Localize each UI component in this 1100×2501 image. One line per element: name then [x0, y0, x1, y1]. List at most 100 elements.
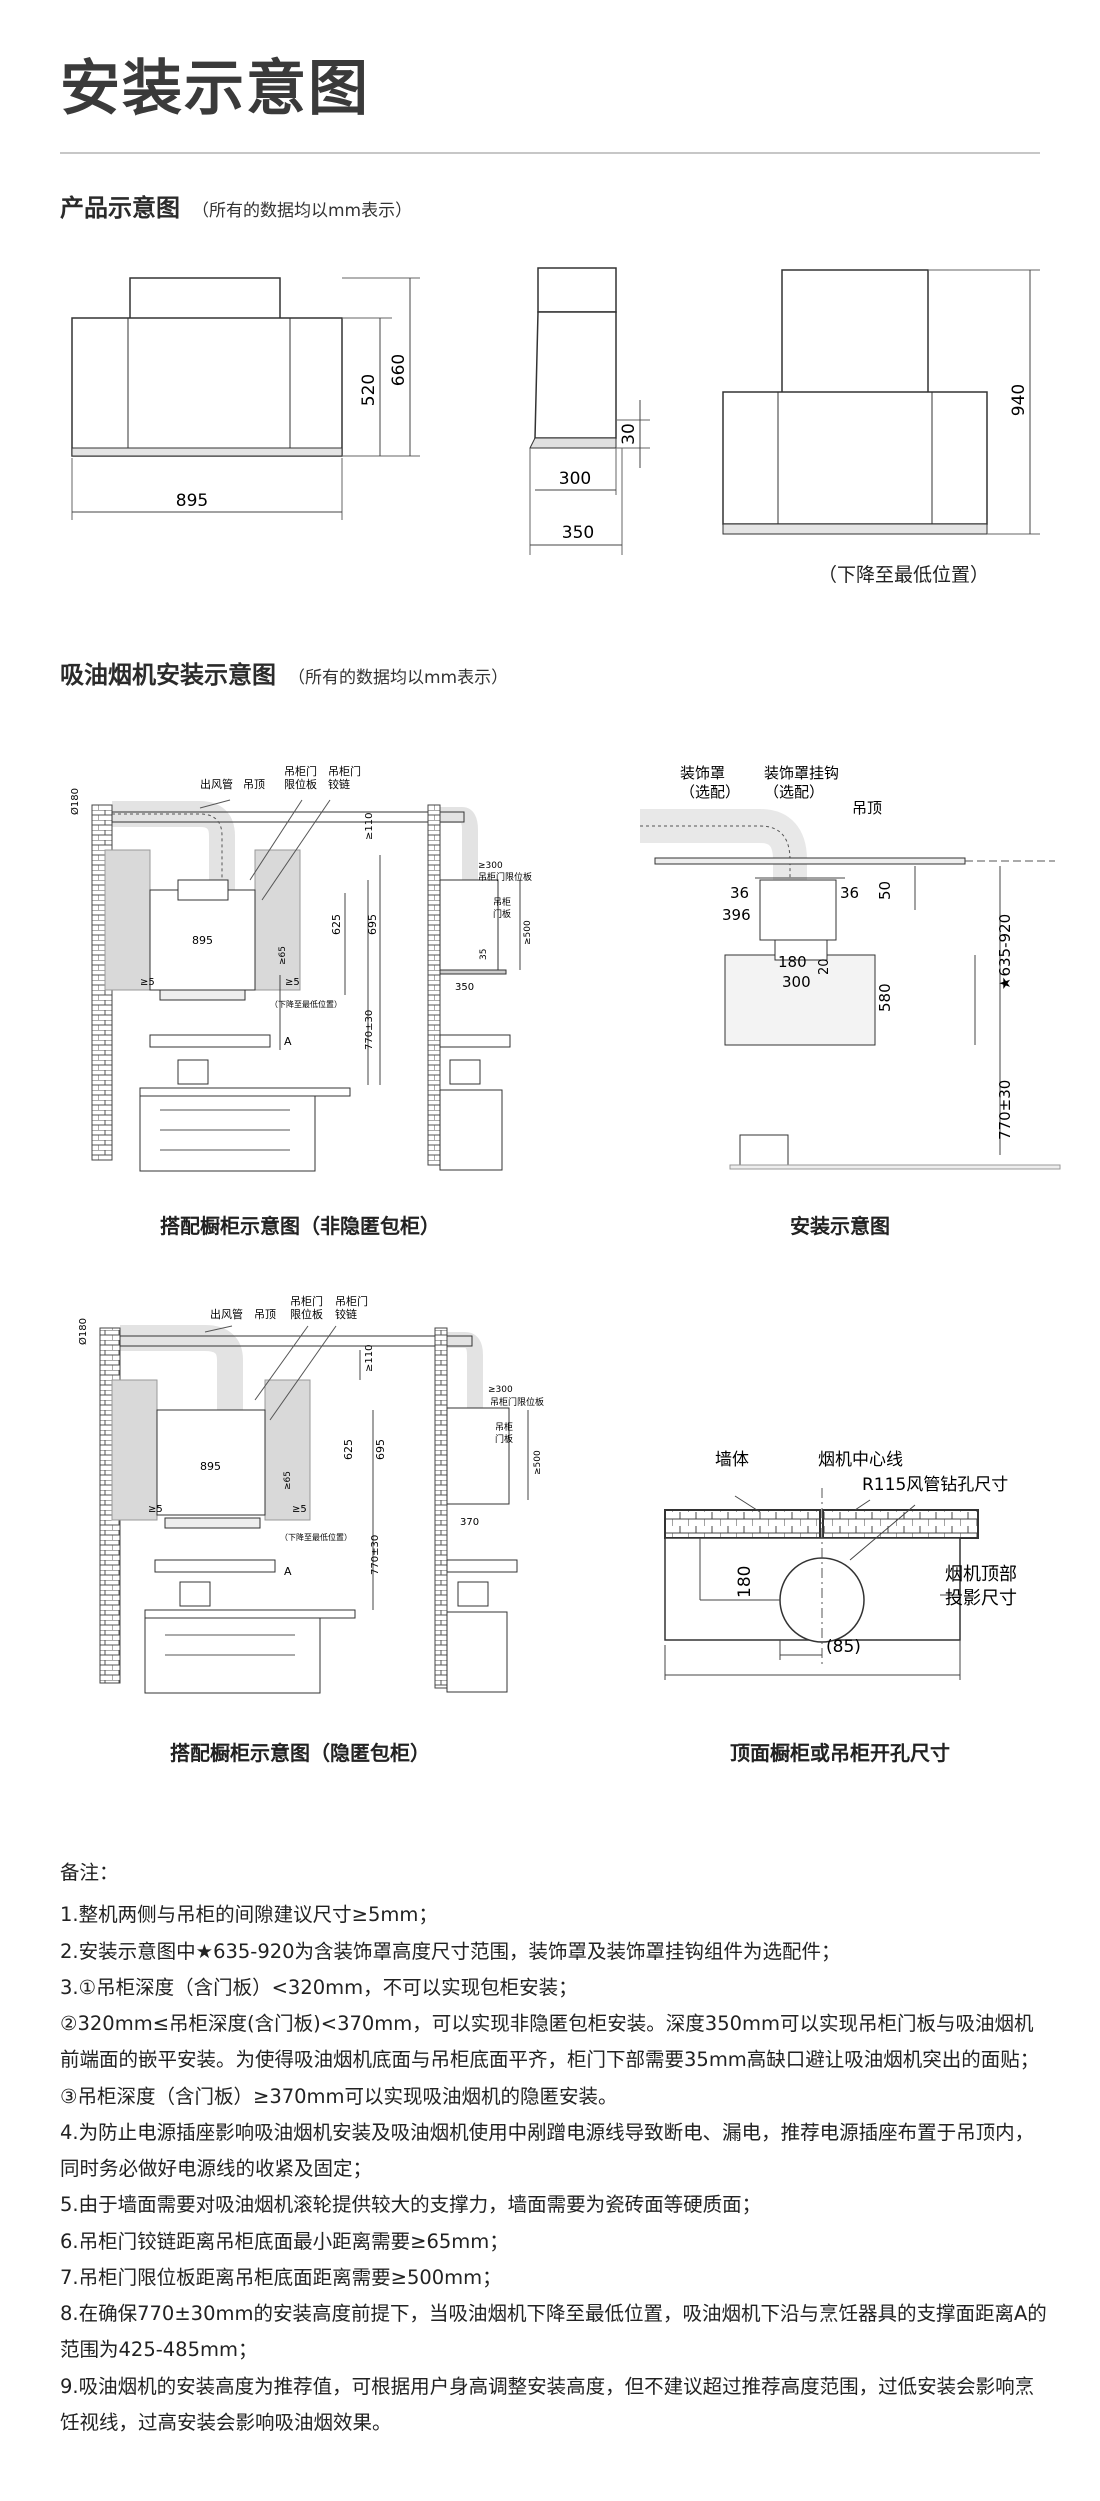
d3-door-limit-label: 吊柜门 [290, 1294, 323, 1308]
d1-side-door-label: 吊柜 [493, 896, 511, 908]
d3-topgap-label: ≥110 [364, 1345, 375, 1372]
d1-side-h500-label: ≥500 [523, 920, 533, 945]
d2-hook-label-2: （选配） [764, 783, 824, 801]
d1-distA-label: A [284, 1035, 292, 1048]
d3-h695-label: 695 [374, 1439, 387, 1460]
d3-side-w370-label: 370 [460, 1517, 479, 1528]
install-section-note: （所有的数据均以mm表示） [288, 668, 509, 688]
d1-outlet-label: 出风管 [200, 777, 233, 791]
product-front-view: 895 520 660 [71, 277, 420, 520]
note-item: 2.安装示意图中★635-920为含装饰罩高度尺寸范围，装饰罩及装饰罩挂钩组件为… [60, 1939, 841, 1963]
d3-distA-label: A [284, 1565, 292, 1578]
d2-hook-label: 装饰罩挂钩 [764, 764, 839, 782]
note-item: 3.①吊柜深度（含门板）<320mm，不可以实现包柜安装； [60, 1975, 578, 1999]
d4-center-label: 烟机中心线 [818, 1450, 903, 1470]
diagram3-caption: 搭配橱柜示意图（隐匿包柜） [170, 1741, 430, 1765]
product-section-heading: 产品示意图 （所有的数据均以mm表示） [60, 188, 412, 223]
title-divider [60, 152, 1040, 154]
d2-36a-label: 36 [730, 884, 749, 902]
diagram1-cabinet-non-hidden: 出风管 吊顶 吊柜门 限位板 吊柜门 铰链 Ø180 ≥110 895 625 … [69, 764, 533, 1172]
page-title: 安装示意图 [60, 54, 370, 124]
d1-topgap-label: ≥110 [364, 813, 375, 840]
diagram4-hole-size: 墙体 烟机中心线 R115风管钻孔尺寸 180 烟机顶部 投影尺寸 (85) [664, 1450, 1017, 1680]
d4-85-label: (85) [826, 1637, 861, 1657]
d3-door-limit-label-2: 限位板 [290, 1307, 323, 1321]
product-lowered-view: 940 [722, 269, 1040, 535]
side-depth-total-label: 350 [562, 523, 594, 543]
diagram2-caption: 安装示意图 [790, 1214, 890, 1238]
d4-proj-label-1: 烟机顶部 [945, 1564, 1017, 1585]
d2-580-label: 580 [876, 983, 894, 1012]
d2-cover-label: 装饰罩 [680, 764, 725, 782]
note-item: 6.吊柜门铰链距离吊柜底面最小距离需要≥65mm； [60, 2229, 509, 2253]
d3-outlet-label: 出风管 [210, 1307, 243, 1321]
diagram4-caption: 顶面橱柜或吊柜开孔尺寸 [730, 1741, 950, 1765]
d2-range-label: ★635-920 [996, 914, 1014, 990]
d1-side-d300-label: ≥300 [478, 861, 503, 871]
d3-h65-label: ≥65 [283, 1471, 293, 1490]
d3-lowest-label: （下降至最低位置） [280, 1532, 352, 1542]
d1-ceiling-label: 吊顶 [243, 778, 265, 791]
front-height-body-label: 520 [359, 374, 379, 406]
d3-ceiling-label: 吊顶 [254, 1308, 276, 1321]
d3-side-h500-label: ≥500 [533, 1450, 543, 1475]
product-section-note: （所有的数据均以mm表示） [192, 201, 413, 221]
d2-50-label: 50 [876, 881, 894, 900]
d4-180-label: 180 [735, 1566, 755, 1598]
d3-side-limit-label: 吊柜门限位板 [490, 1396, 544, 1408]
d3-side-door-label: 吊柜 [495, 1421, 513, 1433]
d1-h65-label: ≥65 [278, 946, 288, 965]
d3-gap5a-label: ≥5 [148, 1504, 163, 1515]
notes-heading: 备注： [60, 1861, 119, 1884]
front-width-label: 895 [176, 491, 208, 511]
front-height-total-label: 660 [389, 354, 409, 386]
d1-door-hinge-label: 吊柜门 [328, 764, 361, 778]
d3-width-label: 895 [200, 1460, 221, 1473]
d1-h625-label: 625 [330, 914, 343, 935]
d1-lowest-label: （下降至最低位置） [270, 999, 342, 1009]
product-section-title: 产品示意图 [60, 194, 180, 222]
install-section-heading: 吸油烟机安装示意图 （所有的数据均以mm表示） [60, 655, 508, 690]
product-side-view: 300 350 30 [529, 267, 650, 555]
side-depth-label: 300 [559, 469, 591, 489]
diagram2-installation: 装饰罩 （选配） 装饰罩挂钩 （选配） 吊顶 36 36 396 50 180 … [640, 764, 1061, 1170]
d4-proj-label-2: 投影尺寸 [945, 1588, 1017, 1609]
d1-side-w350-label: 350 [455, 982, 474, 993]
d3-h770-label: 770±30 [370, 1535, 381, 1575]
note-item: 4.为防止电源插座影响吸油烟机安装及吸油烟机使用中剐蹭电源线导致断电、漏电，推荐… [60, 2120, 1035, 2181]
side-gap-label: 30 [619, 423, 639, 445]
d1-diameter-label: Ø180 [69, 788, 81, 815]
d4-wall-label: 墙体 [715, 1450, 749, 1470]
d3-side-door-label-2: 门板 [495, 1433, 513, 1445]
d2-ceiling-label: 吊顶 [852, 799, 882, 817]
diagram1-caption: 搭配橱柜示意图（非隐匿包柜） [160, 1214, 440, 1238]
d1-h695-label: 695 [366, 914, 379, 935]
diagram3-cabinet-hidden: 出风管 吊顶 吊柜门 限位板 吊柜门 铰链 Ø180 ≥110 895 625 … [77, 1294, 544, 1694]
d3-side-d300-label: ≥300 [488, 1385, 513, 1395]
d2-180-label: 180 [778, 953, 807, 971]
d2-36b-label: 36 [840, 884, 859, 902]
d1-side-h35-label: 35 [479, 949, 489, 960]
d2-20-label: 20 [817, 958, 832, 975]
d1-gap5a-label: ≥5 [140, 977, 155, 988]
lowered-height-label: 940 [1009, 384, 1029, 416]
d2-cover-label-2: （选配） [680, 783, 740, 801]
note-item: 7.吊柜门限位板距离吊柜底面距离需要≥500mm； [60, 2265, 502, 2289]
note-item: 1.整机两侧与吊柜的间隙建议尺寸≥5mm； [60, 1903, 438, 1927]
note-item: 8.在确保770±30mm的安装高度前提下，当吸油烟机下降至最低位置，吸油烟机下… [60, 2302, 1047, 2362]
note-item: 5.由于墙面需要对吸油烟机滚轮提供较大的支撑力，墙面需要为瓷砖面等硬质面； [60, 2193, 762, 2217]
d2-770-label: 770±30 [996, 1080, 1014, 1140]
d3-door-hinge-label-2: 铰链 [335, 1307, 357, 1321]
d1-width-label: 895 [192, 934, 213, 947]
d2-300-label: 300 [782, 973, 811, 991]
notes-block: 备注： 1.整机两侧与吊柜的间隙建议尺寸≥5mm； 2.安装示意图中★635-9… [60, 1855, 1050, 2441]
d2-396-label: 396 [722, 906, 751, 924]
note-item: ②320mm≤吊柜深度(含门板)<370mm，可以实现非隐匿包柜安装。深度350… [60, 2012, 1040, 2072]
d1-door-hinge-label-2: 铰链 [328, 777, 350, 791]
d1-h770-label: 770±30 [364, 1010, 375, 1050]
install-section-title: 吸油烟机安装示意图 [60, 661, 276, 689]
d1-side-limit-label: 吊柜门限位板 [478, 871, 532, 883]
note-item: 9.吸油烟机的安装高度为推荐值，可根据用户身高调整安装高度，但不建议超过推荐高度… [60, 2374, 1035, 2434]
lowered-caption: （下降至最低位置） [818, 564, 990, 586]
